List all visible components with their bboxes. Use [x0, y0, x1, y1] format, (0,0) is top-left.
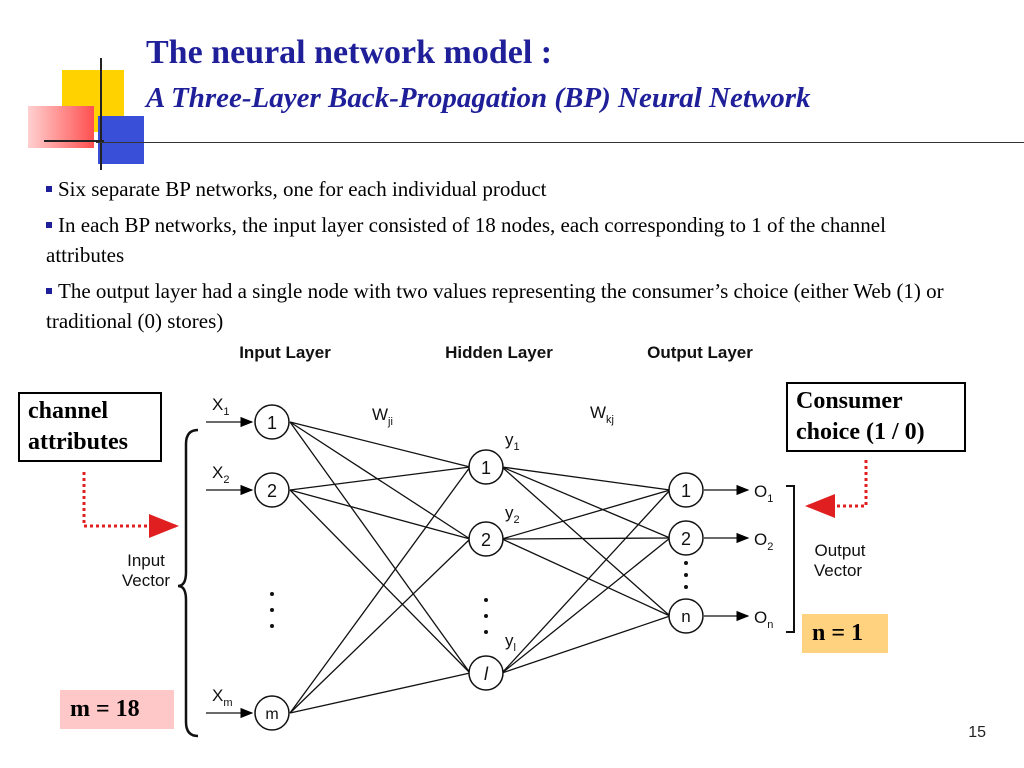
- input-label-xm: Xm: [212, 686, 233, 709]
- m-value-badge: m = 18: [60, 690, 174, 729]
- output-vector-bracket: [786, 485, 795, 633]
- decor-vertical-line: [100, 58, 102, 170]
- channel-attributes-box: channel attributes: [18, 392, 162, 462]
- bullet-item: Six separate BP networks, one for each i…: [46, 174, 966, 204]
- connections-hidden-output: [501, 466, 671, 674]
- svg-text:n: n: [681, 607, 690, 626]
- svg-text:1: 1: [481, 458, 491, 478]
- output-vector-label: Vector: [814, 561, 863, 580]
- bullet-square-icon: [46, 186, 52, 193]
- hidden-label-yl: yl: [505, 631, 516, 654]
- input-node: m: [254, 695, 290, 731]
- svg-text:1: 1: [267, 413, 277, 433]
- output-vector-label: Output: [814, 541, 865, 560]
- header-input-layer: Input Layer: [239, 343, 331, 362]
- consumer-choice-arrow: [805, 460, 868, 518]
- weight-label-wji: Wji: [372, 405, 393, 428]
- svg-text:1: 1: [681, 481, 691, 501]
- hidden-node: l: [468, 655, 504, 691]
- output-arrows: [704, 484, 750, 622]
- decor-blue-square: [98, 116, 144, 164]
- input-label-x2: X2: [212, 463, 229, 486]
- slide-title: The neural network model :: [146, 34, 553, 71]
- bullet-list: Six separate BP networks, one for each i…: [46, 174, 966, 342]
- hidden-node: 2: [468, 521, 504, 557]
- n-value-badge: n = 1: [802, 614, 888, 653]
- svg-text:2: 2: [681, 529, 691, 549]
- connections-input-hidden: [289, 421, 471, 714]
- decor-horizontal-line: [44, 140, 104, 142]
- title-divider: [96, 142, 1024, 143]
- svg-text:m: m: [265, 706, 278, 723]
- input-label-x1: X1: [212, 395, 229, 418]
- output-label-o2: O2: [754, 530, 773, 553]
- input-vector-label: Vector: [122, 571, 171, 590]
- weight-label-wkj: Wkj: [590, 403, 614, 426]
- ellipsis-dots: [270, 561, 688, 634]
- input-node: 2: [254, 472, 290, 508]
- hidden-label-y2: y2: [505, 503, 520, 526]
- input-vector-label: Input: [127, 551, 165, 570]
- output-label-on: On: [754, 608, 773, 631]
- header-hidden-layer: Hidden Layer: [445, 343, 553, 362]
- output-label-o1: O1: [754, 482, 773, 505]
- output-node: 1: [668, 472, 704, 508]
- input-node: 1: [254, 404, 290, 440]
- svg-text:2: 2: [481, 530, 491, 550]
- bullet-item: In each BP networks, the input layer con…: [46, 213, 886, 267]
- input-arrows: [206, 416, 254, 719]
- bullet-item: The output layer had a single node with …: [46, 279, 944, 333]
- channel-attributes-arrow: [82, 472, 179, 538]
- hidden-label-y1: y1: [505, 430, 520, 453]
- bullet-square-icon: [46, 288, 52, 295]
- slide-subtitle: A Three-Layer Back-Propagation (BP) Neur…: [146, 82, 811, 114]
- page-number: 15: [968, 724, 986, 741]
- svg-text:l: l: [484, 664, 489, 684]
- svg-text:2: 2: [267, 481, 277, 501]
- bullet-square-icon: [46, 222, 52, 229]
- hidden-node: 1: [468, 449, 504, 485]
- input-vector-brace: [177, 428, 199, 738]
- output-node: n: [668, 598, 704, 634]
- consumer-choice-box: Consumer choice (1 / 0): [786, 382, 966, 452]
- output-node: 2: [668, 520, 704, 556]
- header-output-layer: Output Layer: [647, 343, 753, 362]
